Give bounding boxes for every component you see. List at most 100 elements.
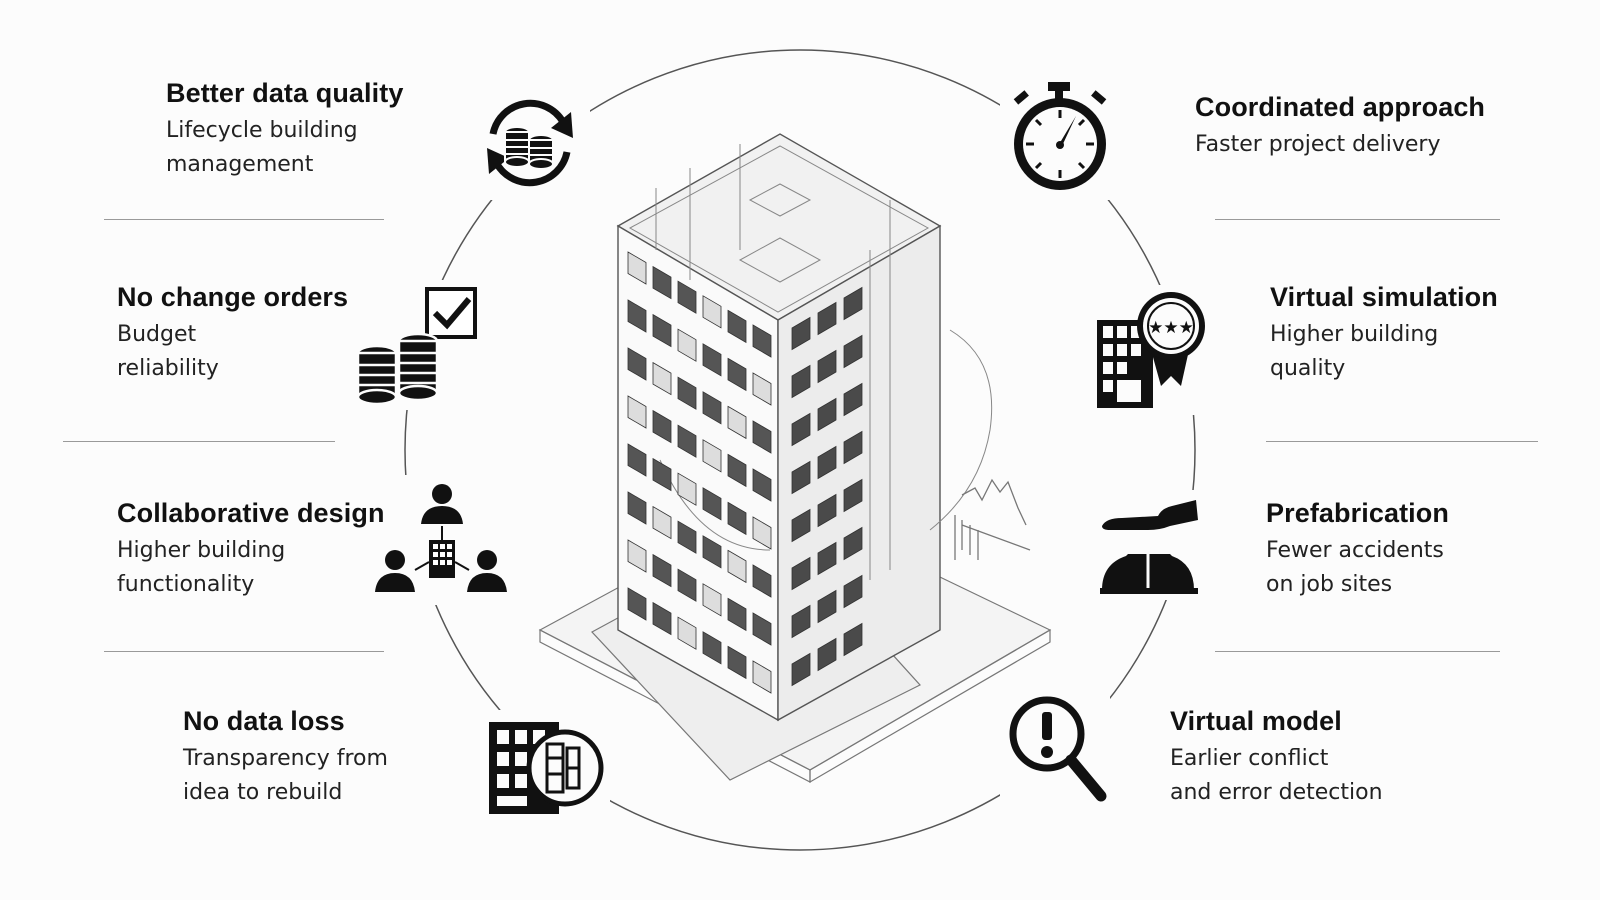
window: [752, 468, 772, 502]
separator-right-2: [1266, 441, 1538, 442]
benefit-data-quality: Better data quality Lifecycle building m…: [166, 76, 403, 182]
separator-left-2: [63, 441, 335, 442]
coins-checkbox-icon: [356, 287, 477, 405]
window: [652, 361, 672, 396]
window: [843, 286, 863, 321]
benefit-line: Lifecycle building: [166, 118, 358, 143]
window: [627, 539, 647, 573]
window: [677, 472, 697, 506]
team-network-icon: [375, 484, 507, 592]
benefit-line: and error detection: [1170, 780, 1383, 805]
data-cycle-icon: [487, 99, 573, 187]
separator-right-1: [1215, 219, 1500, 220]
window: [702, 439, 722, 473]
window: [843, 622, 863, 657]
window: [627, 299, 647, 333]
window: [702, 583, 722, 617]
window: [677, 280, 697, 314]
benefit-line: Faster project delivery: [1195, 132, 1441, 157]
separator-right-3: [1215, 651, 1500, 652]
benefit-title: No change orders: [117, 282, 349, 312]
window: [843, 334, 863, 369]
window: [817, 493, 837, 528]
benefit-title: Coordinated approach: [1195, 92, 1486, 122]
benefit-line: Transparency from: [183, 746, 388, 771]
window: [727, 453, 747, 488]
window: [627, 347, 647, 381]
window: [752, 612, 772, 646]
benefit-virtual-simulation: Virtual simulation Higher building quali…: [1270, 280, 1498, 386]
window: [727, 405, 747, 440]
window: [652, 409, 672, 444]
window: [652, 265, 672, 300]
window: [702, 343, 722, 377]
window: [652, 457, 672, 492]
window: [727, 309, 747, 344]
window: [843, 430, 863, 465]
isometric-building-icon: [538, 133, 1052, 784]
window: [677, 520, 697, 554]
window: [627, 587, 647, 621]
benefit-line: Fewer accidents: [1266, 538, 1444, 563]
window: [843, 574, 863, 609]
benefit-title: Prefabrication: [1266, 498, 1449, 528]
window: [652, 505, 672, 540]
window: [727, 357, 747, 392]
separator-left-3: [104, 651, 384, 652]
benefit-line: Budget: [117, 322, 197, 347]
benefit-title: Collaborative design: [117, 498, 385, 528]
window: [752, 324, 772, 358]
window: [817, 541, 837, 576]
svg-text:★★★: ★★★: [1148, 318, 1194, 338]
building-plan-magnifier-icon: [489, 722, 604, 814]
benefit-line: Higher building: [117, 538, 286, 563]
window: [702, 487, 722, 521]
window: [702, 535, 722, 569]
window: [677, 328, 697, 362]
window: [702, 391, 722, 425]
window: [627, 395, 647, 429]
benefit-change-orders: No change orders Budget reliability: [117, 280, 348, 386]
window: [702, 295, 722, 329]
window: [677, 616, 697, 650]
benefit-collaborative-design: Collaborative design Higher building fun…: [117, 496, 385, 602]
window: [791, 604, 811, 639]
benefit-no-data-loss: No data loss Transparency from idea to r…: [183, 704, 388, 810]
window: [627, 443, 647, 477]
benefit-line: idea to rebuild: [183, 780, 343, 805]
window: [843, 382, 863, 417]
benefit-line: reliability: [117, 356, 219, 381]
window: [817, 349, 837, 384]
window: [752, 564, 772, 598]
window: [791, 508, 811, 543]
window: [727, 501, 747, 536]
window: [843, 526, 863, 561]
window: [677, 568, 697, 602]
benefit-coordinated-approach: Coordinated approach Faster project deli…: [1195, 90, 1485, 162]
benefit-line: management: [166, 152, 314, 177]
window: [817, 397, 837, 432]
window: [791, 316, 811, 351]
window: [752, 660, 772, 694]
window: [791, 556, 811, 591]
benefit-title: Virtual model: [1170, 706, 1342, 736]
window: [627, 251, 647, 285]
benefit-title: Better data quality: [166, 78, 404, 108]
separator-left-1: [104, 219, 384, 220]
window: [727, 645, 747, 680]
benefit-prefabrication: Prefabrication Fewer accidents on job si…: [1266, 496, 1449, 602]
window: [677, 376, 697, 410]
window: [627, 491, 647, 525]
benefit-line: Higher building: [1270, 322, 1439, 347]
window: [843, 478, 863, 513]
window: [702, 631, 722, 665]
hand-hardhat-icon: [1100, 500, 1198, 594]
benefit-line: Earlier conflict: [1170, 746, 1329, 771]
window: [791, 364, 811, 399]
benefit-title: No data loss: [183, 706, 345, 736]
window: [652, 313, 672, 348]
stopwatch-icon: [1013, 82, 1107, 190]
window: [817, 301, 837, 336]
alert-magnifier-icon: [1009, 696, 1107, 802]
